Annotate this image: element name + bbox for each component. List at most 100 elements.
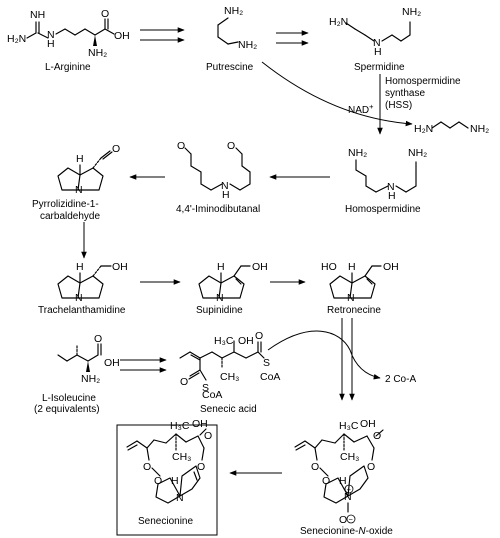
- putrescine-structure: NH₂ NH₂ Putrescine: [206, 5, 257, 73]
- supinidine-structure: H N OH Supinidine: [196, 261, 268, 316]
- svg-text:H₂N: H₂N: [414, 123, 433, 135]
- svg-text:H: H: [171, 475, 179, 487]
- svg-text:S: S: [202, 382, 209, 394]
- svg-text:−: −: [349, 515, 354, 524]
- svg-text:O: O: [197, 461, 205, 473]
- trachelanthamidine-structure: H N OH Trachelanthamidine: [38, 261, 128, 316]
- svg-text:+: +: [347, 485, 352, 494]
- svg-text:NH₂: NH₂: [224, 5, 243, 17]
- svg-text:N: N: [75, 292, 83, 304]
- homospermidine-structure: NH₂ N H NH₂ Homospermidine: [345, 147, 427, 215]
- svg-text:H: H: [222, 189, 230, 201]
- pyrrolizidine-label-line1: Pyrrolizidine-1-: [32, 199, 99, 210]
- svg-text:O: O: [180, 376, 188, 388]
- svg-text:O: O: [94, 333, 102, 345]
- supinidine-label: Supinidine: [196, 305, 243, 316]
- coupling-curved-arrow: [267, 330, 381, 380]
- svg-text:CH₃: CH₃: [340, 451, 359, 463]
- svg-text:N: N: [344, 491, 352, 503]
- retronecine-structure: HO H N OH Retronecine: [321, 261, 399, 316]
- svg-text:O: O: [255, 330, 263, 342]
- senecionine-label: Senecionine: [138, 516, 193, 527]
- svg-text:OH: OH: [112, 261, 128, 273]
- pyrrolizidine-carbaldehyde-structure: H N O Pyrrolizidine-1- carbaldehyde: [32, 143, 120, 222]
- enzyme-name-line2: synthase: [385, 88, 425, 99]
- svg-text:S: S: [263, 357, 270, 369]
- svg-text:H: H: [348, 261, 356, 273]
- putrescine-label: Putrescine: [206, 62, 254, 73]
- enzyme-name-line1: Homospermidine: [385, 76, 461, 87]
- svg-text:N: N: [47, 29, 55, 41]
- svg-text:OH: OH: [238, 335, 254, 347]
- svg-text:H: H: [76, 153, 84, 165]
- svg-text:H₂N: H₂N: [7, 33, 26, 45]
- senecionine-n-oxide-label: Senecionine-N-oxide: [300, 526, 393, 537]
- retronecine-label: Retronecine: [327, 305, 381, 316]
- svg-text:O: O: [143, 461, 151, 473]
- l-arginine-label: L-Arginine: [45, 62, 91, 73]
- svg-text:O: O: [177, 140, 185, 152]
- svg-text:O: O: [204, 430, 212, 442]
- senecionine-structure: O H₃C OH CH₃ O O O H N Senecionine: [126, 418, 212, 527]
- svg-text:OH: OH: [360, 418, 376, 430]
- svg-text:NH₂: NH₂: [348, 147, 367, 159]
- senecic-acid-label: Senecic acid: [200, 404, 257, 415]
- svg-text:OH: OH: [192, 418, 208, 430]
- homospermidine-label: Homospermidine: [345, 204, 421, 215]
- svg-text:O: O: [373, 430, 381, 442]
- svg-text:H₂N: H₂N: [329, 16, 348, 28]
- svg-text:O: O: [339, 514, 347, 526]
- iminodibutanal-label: 4,4'-Iminodibutanal: [176, 204, 260, 215]
- enzyme-name-line3: (HSS): [385, 100, 412, 111]
- svg-text:N: N: [176, 492, 184, 504]
- svg-text:OH: OH: [383, 261, 399, 273]
- svg-text:O: O: [227, 140, 235, 152]
- svg-text:NH₂: NH₂: [470, 123, 489, 135]
- svg-text:NH: NH: [30, 9, 45, 21]
- svg-text:H: H: [217, 261, 225, 273]
- l-isoleucine-label: L-Isoleucine: [42, 393, 96, 404]
- l-isoleucine-structure: O OH NH₂ L-Isoleucine (2 equivalents): [34, 333, 120, 415]
- senecionine-n-oxide-structure: O H₃C OH CH₃ O O O H N + O − Senecionine…: [294, 418, 393, 537]
- svg-text:NH₂: NH₂: [402, 6, 421, 18]
- svg-text:NH₂: NH₂: [81, 373, 100, 385]
- svg-text:O: O: [367, 461, 375, 473]
- svg-text:HO: HO: [321, 261, 337, 273]
- svg-text:H: H: [374, 46, 382, 58]
- svg-text:CoA: CoA: [260, 371, 280, 383]
- pyrrolizidine-label-line2: carbaldehyde: [40, 211, 100, 222]
- svg-text:N: N: [387, 181, 395, 193]
- svg-text:CH₃: CH₃: [172, 451, 191, 463]
- svg-text:OH: OH: [252, 261, 268, 273]
- senecic-acid-structure: O H₃C OH CH₃ O S CoA S CoA Senecic acid: [179, 330, 280, 415]
- iminodibutanal-structure: O N H O 4,4'-Iminodibutanal: [176, 140, 260, 215]
- hss-curved-arrow: [261, 61, 413, 127]
- svg-text:H: H: [339, 475, 347, 487]
- svg-text:N: N: [347, 292, 355, 304]
- svg-text:H: H: [76, 261, 84, 273]
- svg-text:CH₃: CH₃: [220, 371, 239, 383]
- spermidine-label: Spermidine: [354, 62, 405, 73]
- svg-text:O: O: [101, 8, 109, 20]
- svg-text:CoA: CoA: [202, 389, 222, 401]
- svg-text:N: N: [373, 37, 381, 49]
- svg-text:O: O: [322, 475, 330, 487]
- svg-text:NH₂: NH₂: [238, 39, 257, 51]
- svg-text:H₃C: H₃C: [214, 335, 234, 347]
- svg-text:O: O: [112, 143, 120, 155]
- svg-text:O: O: [154, 475, 162, 487]
- svg-text:OH: OH: [114, 30, 130, 42]
- svg-text:OH: OH: [104, 357, 120, 369]
- l-arginine-structure: H₂N NH H N O OH NH₂ L-Arginine: [7, 8, 130, 73]
- spermidine-structure: H₂N N H NH₂ Spermidine: [329, 6, 421, 73]
- released-putrescine-structure: H₂N NH₂: [414, 121, 489, 135]
- svg-text:N: N: [216, 292, 224, 304]
- svg-text:N: N: [75, 184, 83, 196]
- svg-text:H₃C: H₃C: [339, 420, 359, 432]
- nad-cofactor: NAD+: [348, 102, 374, 116]
- svg-text:H: H: [47, 38, 55, 50]
- coa-release: 2 Co-A: [385, 374, 416, 385]
- trachelanthamidine-label: Trachelanthamidine: [38, 305, 126, 316]
- svg-text:NH₂: NH₂: [88, 47, 107, 59]
